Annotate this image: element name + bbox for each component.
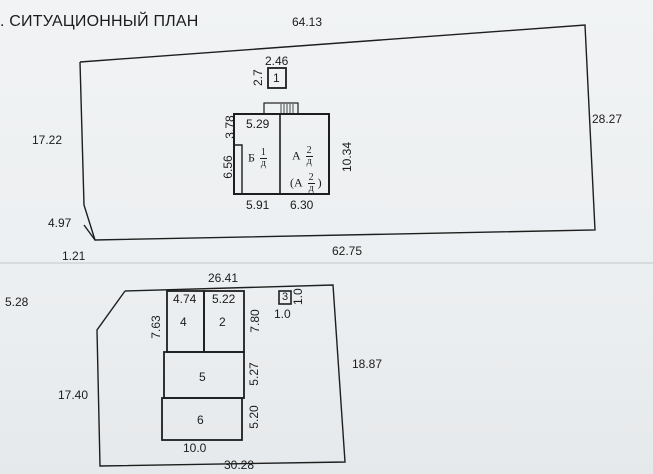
house-left-dimension: 6.56 [221,155,235,179]
plot2-right-dimension: 18.87 [352,357,383,371]
plot1-bottom-dimension: 62.75 [332,244,363,258]
house-left-upper-dimension: 3.78 [223,115,237,139]
room-2-height: 7.80 [248,309,262,333]
plot1-boundary [79,24,596,241]
room-6-height: 5.20 [247,405,261,429]
plot1-left-dimension: 17.22 [32,133,63,147]
shed-1-number: 1 [273,71,280,85]
document-title: . СИТУАЦИОННЫЙ ПЛАН [0,13,199,30]
plot1-corner-tick [83,224,96,241]
structure-3-height: 1.0 [291,288,305,305]
house-bottom-right-dimension: 6.30 [290,198,314,212]
plot1-corner-dimension: 1.21 [62,249,86,263]
room-2-width: 5.22 [212,292,236,306]
plot1-left-lower-dimension: 4.97 [48,216,72,230]
structure-3-width: 1.0 [274,307,291,321]
plot1-top-dimension: 64.13 [292,15,323,29]
house-top-left-dimension: 5.29 [246,117,270,131]
shed-1-height: 2.7 [251,69,265,86]
room-2-number: 2 [219,315,226,329]
house-bottom-left-dimension: 5.91 [246,198,270,212]
shed-1-width: 2.46 [265,54,289,68]
room-5-number: 5 [199,370,206,384]
structure-3-outline [278,290,292,305]
room-5-height: 5.27 [247,362,261,386]
structure-3-number: 3 [282,291,289,303]
paper-fold-line [0,262,653,264]
plot2-boundary [96,284,346,467]
plot2-left-dimension: 17.40 [58,388,89,402]
porch-outline [263,102,299,115]
house-right-dimension: 10.34 [340,141,354,173]
plot2-top-dimension: 26.41 [208,271,239,285]
room-4-width: 4.74 [173,292,197,306]
block-left-height: 7.63 [149,315,163,339]
plot1-right-dimension: 28.27 [592,112,623,126]
room-4-number: 4 [180,315,187,329]
block-bottom-width: 10.0 [183,441,207,455]
plot2-top-left-dimension: 5.28 [5,295,29,309]
room-6-outline [161,397,243,441]
room-6-number: 6 [197,413,204,427]
house-notch [234,144,243,194]
shed-1-outline [267,67,287,89]
plot2-bottom-dimension: 30.28 [224,458,255,472]
